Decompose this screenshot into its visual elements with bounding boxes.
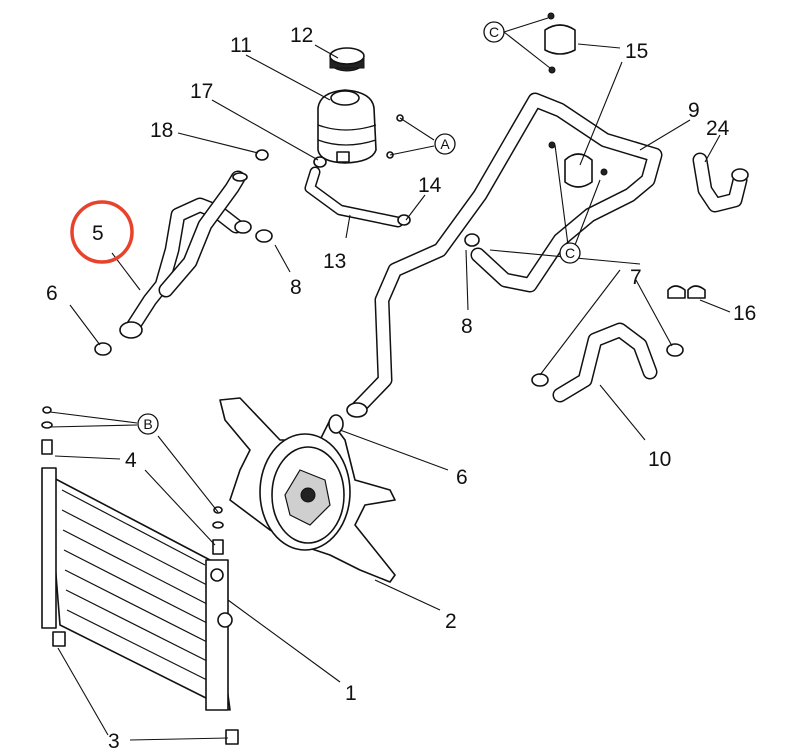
callout-24: 24	[706, 117, 730, 140]
leader-lines	[49, 17, 731, 741]
badge-c-top: C	[483, 21, 505, 43]
callout-8-left: 8	[290, 276, 302, 299]
badge-a: A	[434, 133, 456, 155]
cap-12	[329, 47, 365, 72]
expansion-tank-11	[317, 89, 377, 164]
clamps	[94, 12, 749, 434]
callout-14: 14	[418, 174, 442, 197]
mounts-3-4	[41, 406, 239, 745]
callout-2: 2	[445, 610, 457, 633]
callout-7: 7	[630, 266, 642, 289]
hose-10	[552, 322, 658, 403]
callout-9: 9	[688, 99, 700, 122]
callout-18: 18	[150, 119, 173, 142]
badge-c-bottom: C	[559, 242, 581, 264]
callout-15: 15	[625, 40, 648, 63]
hose-9	[346, 92, 663, 418]
callout-5: 5	[92, 222, 104, 245]
callout-6-mid: 6	[456, 466, 468, 489]
badge-c-top-label: C	[489, 24, 499, 40]
callout-8-mid: 8	[461, 315, 473, 338]
callout-13: 13	[323, 250, 346, 273]
callout-3: 3	[108, 730, 120, 753]
callout-17: 17	[190, 80, 213, 103]
hose-13	[304, 166, 404, 228]
badge-b: B	[137, 413, 159, 435]
highlight-circle	[70, 200, 134, 264]
callout-6-top: 6	[46, 282, 58, 305]
badge-b-label: B	[143, 416, 152, 432]
badge-a-label: A	[440, 136, 450, 152]
badge-c-bottom-label: C	[565, 245, 575, 261]
callout-16: 16	[733, 302, 756, 325]
hose-5	[119, 170, 252, 339]
callout-1: 1	[345, 682, 357, 705]
callout-12: 12	[290, 24, 313, 47]
callout-11: 11	[230, 34, 252, 57]
callout-4: 4	[125, 449, 137, 472]
callout-10: 10	[648, 448, 671, 471]
fan-assembly-2	[219, 397, 396, 583]
hose-24	[692, 152, 748, 213]
radiator-1	[41, 467, 233, 711]
